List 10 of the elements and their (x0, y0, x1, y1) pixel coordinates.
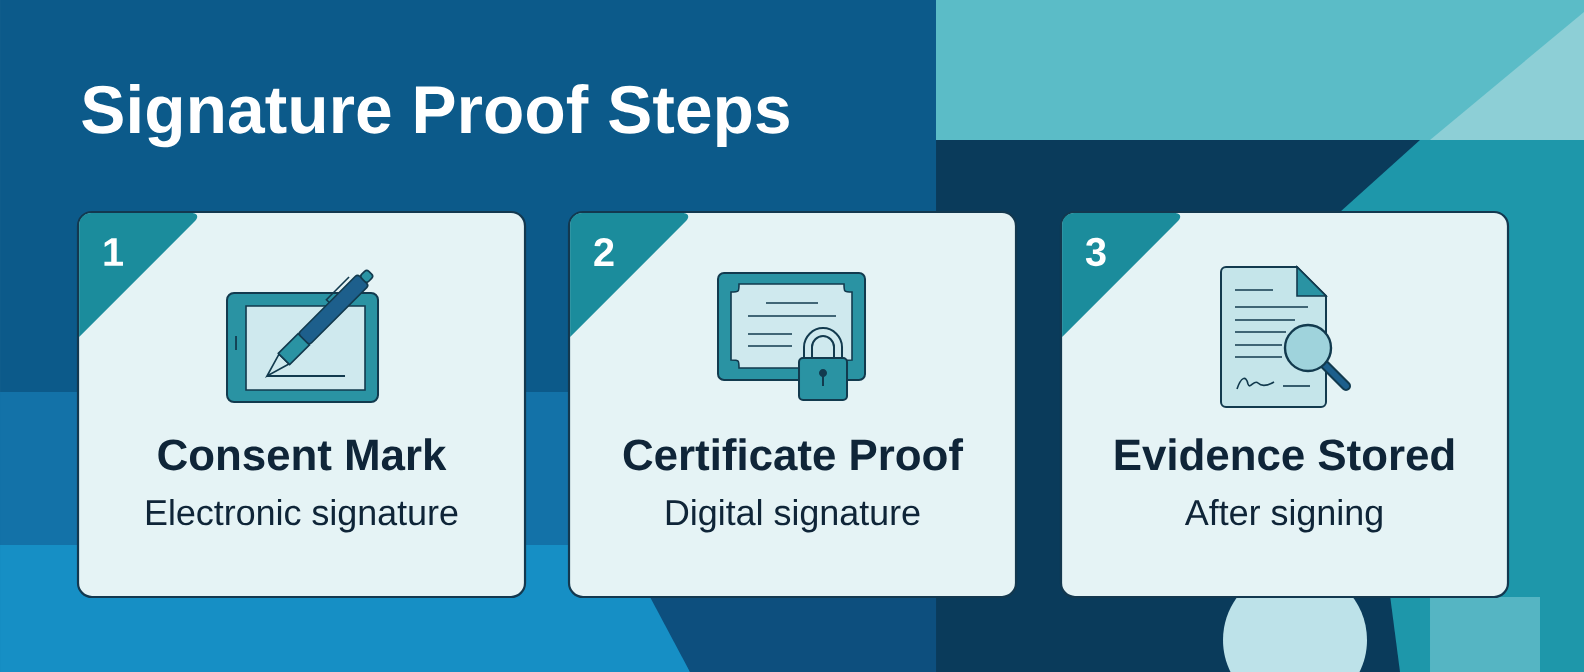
card-subtitle: Electronic signature (146, 499, 458, 533)
step-number: 3 (1062, 213, 1181, 337)
card-subtitle: After signing (1184, 499, 1382, 533)
title: Signature Proof Steps (82, 83, 789, 148)
card-subtitle: Digital signature (666, 499, 920, 533)
card-heading: Consent Mark (158, 438, 447, 471)
step-number: 1 (79, 213, 198, 337)
step-number: 2 (570, 213, 689, 337)
card-heading: Certificate Proof (623, 438, 964, 471)
card-heading: Evidence Stored (1115, 438, 1454, 471)
